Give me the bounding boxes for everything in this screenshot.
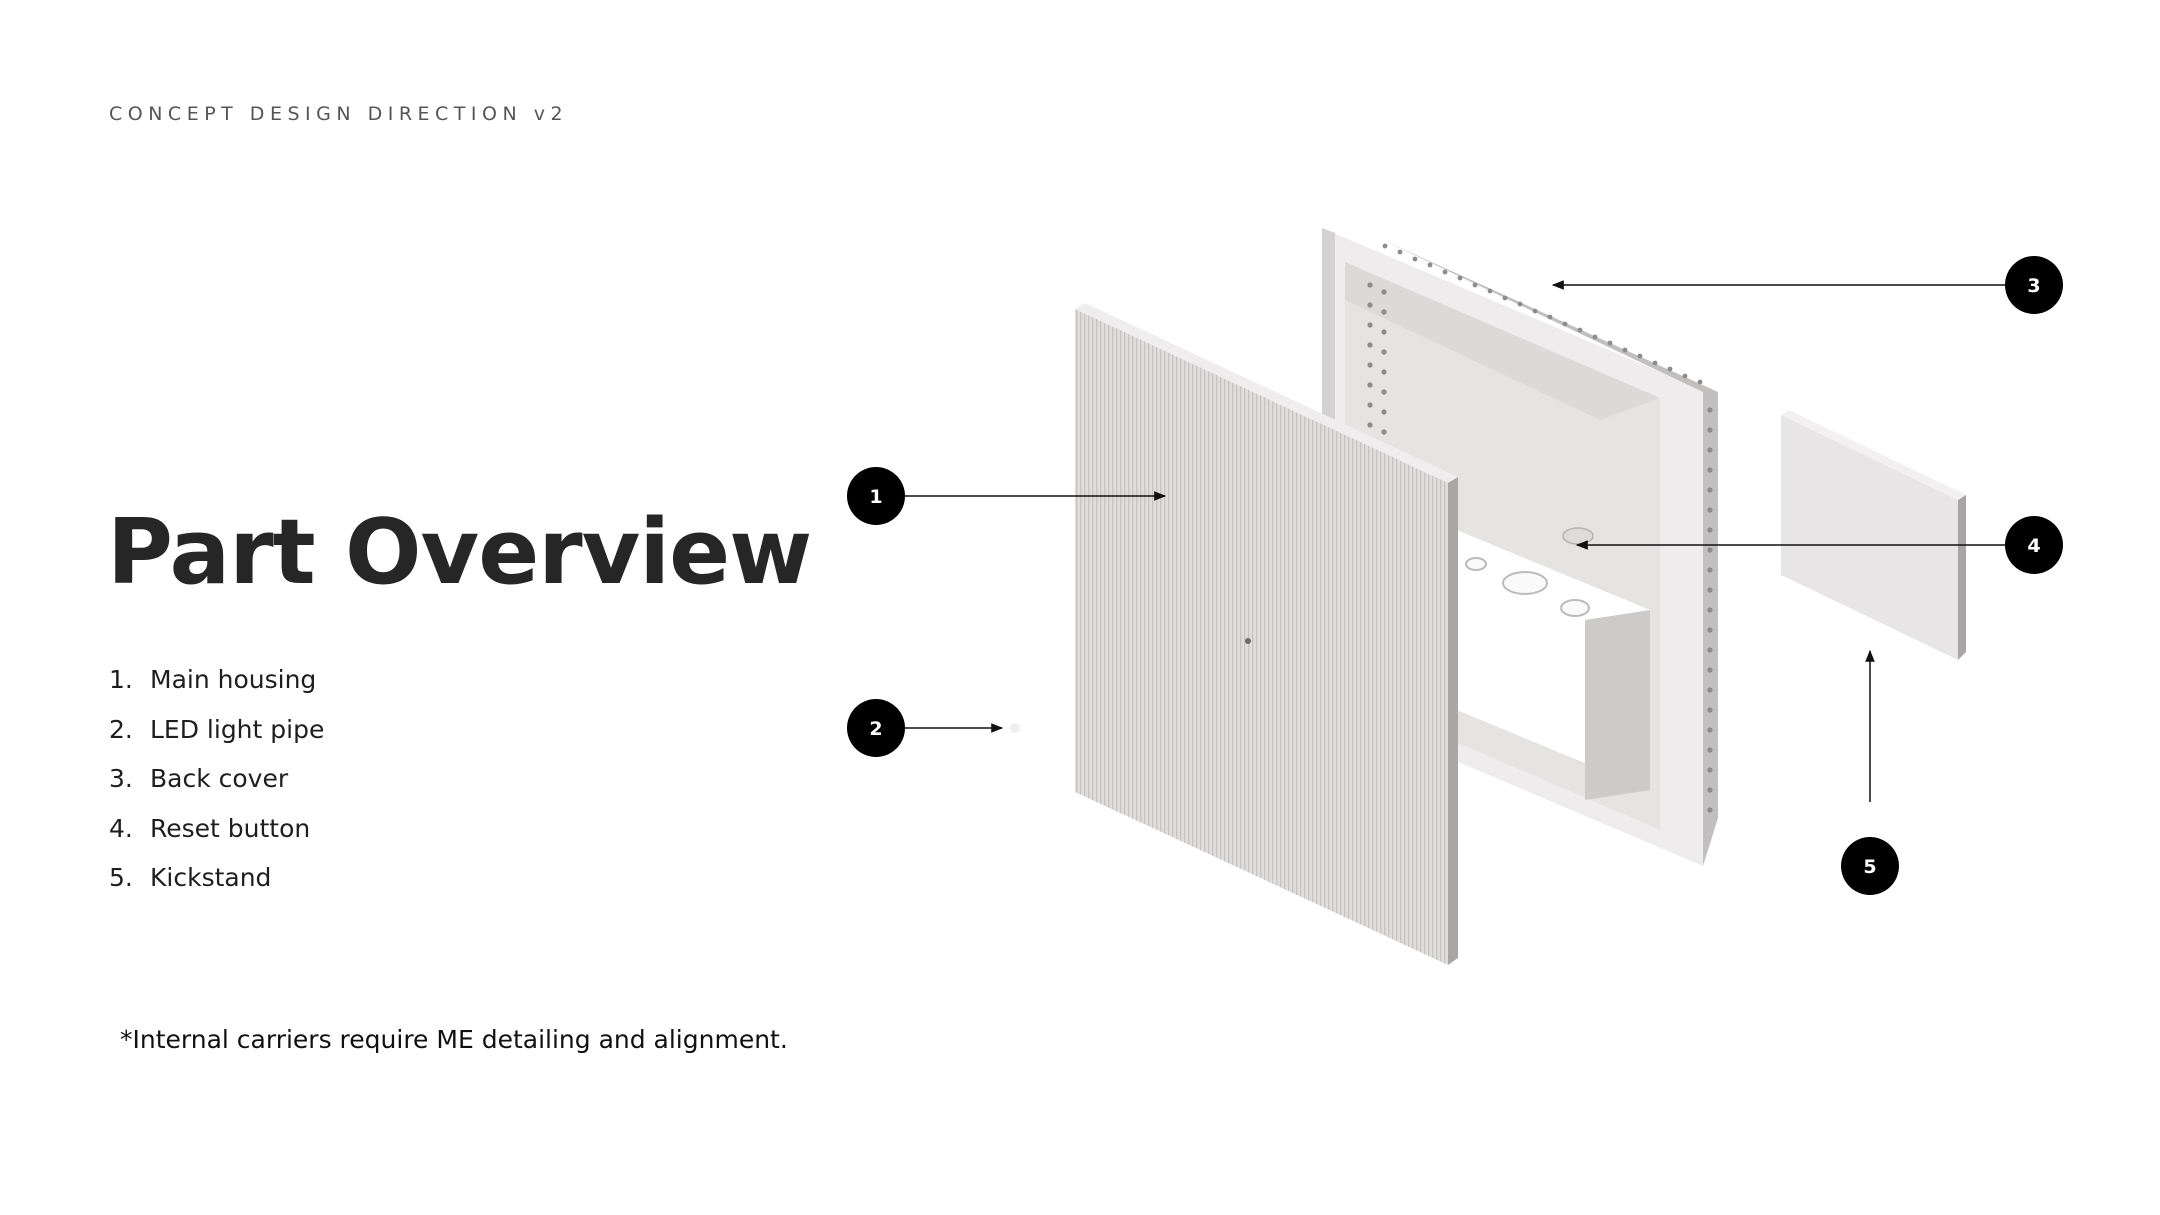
list-item-label: LED light pipe <box>150 714 325 744</box>
callout-badge-label: 3 <box>2027 275 2040 297</box>
callout-badge-label: 1 <box>869 486 882 508</box>
list-item-number: 1. <box>109 665 133 695</box>
list-item: 3. Back cover <box>109 754 324 804</box>
list-item: 2. LED light pipe <box>109 705 324 755</box>
list-item: 4. Reset button <box>109 804 324 854</box>
callout-badge-4: 4 <box>2005 516 2063 574</box>
main-housing-illustration <box>1075 303 1458 965</box>
list-item-number: 3. <box>109 764 133 794</box>
callout-badge-3: 3 <box>2005 256 2063 314</box>
callout-badge-1: 1 <box>847 467 905 525</box>
list-item-label: Kickstand <box>150 863 272 893</box>
callout-badge-label: 4 <box>2027 535 2040 557</box>
list-item: 5. Kickstand <box>109 853 324 903</box>
callout-badge-label: 2 <box>869 718 882 740</box>
page-title: Part Overview <box>107 500 812 605</box>
kickstand-illustration <box>1781 410 1966 660</box>
led-light-pipe-illustration <box>1010 723 1020 733</box>
list-item-label: Main housing <box>150 665 317 695</box>
list-item-label: Back cover <box>150 764 289 794</box>
list-item-label: Reset button <box>150 813 311 843</box>
list-item: 1. Main housing <box>109 655 324 705</box>
footnote: *Internal carriers require ME detailing … <box>120 1025 788 1054</box>
parts-list: 1. Main housing 2. LED light pipe 3. Back c… <box>109 655 324 903</box>
list-item-number: 5. <box>109 863 133 893</box>
callout-badge-5: 5 <box>1841 837 1899 895</box>
callout-badge-2: 2 <box>847 699 905 757</box>
list-item-number: 2. <box>109 714 133 744</box>
slide-kicker: CONCEPT DESIGN DIRECTION v2 <box>109 103 569 125</box>
callout-badge-label: 5 <box>1863 856 1876 878</box>
list-item-number: 4. <box>109 813 133 843</box>
